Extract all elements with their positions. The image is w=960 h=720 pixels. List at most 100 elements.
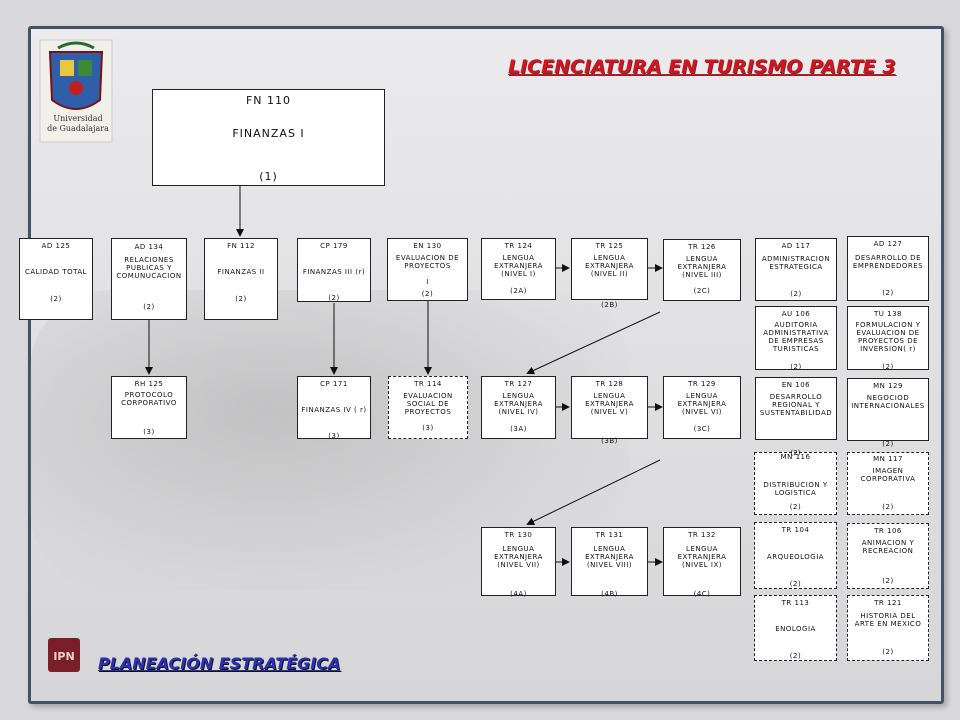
course-box-tr104: TR 104 ARQUEOLOGIA (2) [754, 522, 837, 589]
course-code: TR 114 [414, 380, 442, 388]
course-box-tr129: TR 129 LENGUA EXTRANJERA (NIVEL VI) (3C) [663, 376, 741, 439]
course-credit: (4B) [601, 590, 618, 598]
course-name: EVALUACION DE PROYECTOS [395, 254, 460, 270]
course-box-ad127: AD 127 DESARROLLO DE EMPRENDEDORES (2) [847, 236, 929, 301]
course-name: EVALUACION SOCIAL DE PROYECTOS [403, 392, 453, 416]
course-credit: (2) [790, 290, 802, 298]
course-credit: (2) [50, 295, 62, 303]
course-name: LENGUA EXTRANJERA (NIVEL VI) [677, 392, 727, 416]
university-logo [36, 38, 116, 144]
course-level: I [426, 278, 429, 286]
course-box-ad117: AD 117 ADMINISTRACION ESTRATEGICA (2) [755, 238, 837, 301]
course-code: MN 117 [873, 455, 903, 463]
svg-text:IPN: IPN [53, 650, 74, 663]
page-title: LICENCIATURA EN TURISMO PARTE 3 [508, 56, 896, 78]
course-name: FINANZAS I [232, 127, 305, 140]
course-code: TR 124 [504, 242, 533, 250]
course-box-tr124: TR 124 LENGUA EXTRANJERA (NIVEL I) (2A) [481, 238, 556, 300]
course-credit: (2) [790, 363, 802, 371]
course-credit: (2C) [693, 287, 711, 295]
course-box-cp179: CP 179 FINANZAS III (r) (2) [297, 238, 371, 302]
course-code: TR 121 [874, 599, 902, 607]
course-credit: (3C) [693, 425, 711, 433]
course-code: TU 138 [874, 310, 902, 318]
course-code: TR 126 [688, 243, 716, 251]
course-name: FINANZAS IV ( r) [301, 406, 367, 414]
course-credit: (4C) [693, 590, 711, 598]
course-box-tr128: TR 128 LENGUA EXTRANJERA (NIVEL V) (3B) [571, 376, 648, 445]
course-box-cp171: CP 171 FINANZAS IV ( r) (3) [297, 376, 371, 440]
course-credit: (3B) [601, 437, 618, 445]
course-box-mn116: MN 116 DISTRIBUCION Y LOGISTICA (2) [754, 452, 837, 515]
course-credit: (3) [422, 424, 434, 432]
course-box-tr125: TR 125 LENGUA EXTRANJERA (NIVEL II) (2B) [571, 238, 648, 309]
course-credit: (2) [882, 363, 894, 371]
course-box-ad125: AD 125 CALIDAD TOTAL (2) [19, 238, 93, 320]
course-code: CP 171 [320, 380, 348, 388]
course-name: CALIDAD TOTAL [24, 268, 88, 276]
course-credit: (1) [259, 170, 278, 183]
course-credit: (2) [789, 652, 802, 660]
course-credit: (2A) [510, 287, 527, 295]
course-box-en130: EN 130 EVALUACION DE PROYECTOS I (2) [387, 238, 468, 301]
course-credit-en106: (2) [790, 449, 801, 457]
course-box-mn117: MN 117 IMAGEN CORPORATIVA (2) [847, 452, 929, 515]
course-box-tr126: TR 126 LENGUA EXTRANJERA (NIVEL III) (2C… [663, 239, 741, 301]
course-credit: (2) [235, 295, 247, 303]
course-code: CP 179 [320, 242, 348, 250]
course-code: AD 117 [781, 242, 811, 250]
course-name: FINANZAS II [217, 268, 265, 276]
course-credit: (2) [882, 289, 894, 297]
course-credit: (2) [882, 577, 894, 585]
course-box-mn129: MN 129 NEGOCIOD INTERNACIONALES (2) [847, 378, 929, 448]
course-name: PROTOCOLO CORPORATIVO [121, 391, 177, 407]
course-credit: (2B) [601, 301, 618, 309]
course-box-tr114: TR 114 EVALUACION SOCIAL DE PROYECTOS (3… [388, 376, 468, 439]
course-box-fn110: FN 110 FINANZAS I (1) [152, 89, 385, 186]
course-box-tr130: TR 130 LENGUA EXTRANJERA (NIVEL VII) (4A… [481, 527, 556, 598]
course-name: RELACIONES PUBLICAS Y COMUNUCACION [116, 256, 182, 280]
course-box-tr131: TR 131 LENGUA EXTRANJERA (NIVEL VIII) (4… [571, 527, 648, 598]
connector-tr126-tr127 [526, 311, 661, 375]
course-code: TR 125 [595, 242, 624, 250]
course-name: IMAGEN CORPORATIVA [860, 467, 916, 483]
course-credit: (2) [789, 503, 802, 511]
ipn-logo: IPN [44, 636, 84, 674]
course-code: TR 132 [688, 531, 716, 539]
course-code: TR 104 [781, 526, 810, 534]
course-code: AU 106 [781, 310, 811, 318]
course-name: LENGUA EXTRANJERA (NIVEL VII) [494, 545, 543, 569]
course-name: LENGUA EXTRANJERA (NIVEL IV) [494, 392, 543, 416]
course-box-fn112: FN 112 FINANZAS II (2) [204, 238, 278, 320]
course-name: ARQUEOLOGIA [766, 553, 825, 561]
course-code: TR 131 [595, 531, 624, 539]
course-code: MN 116 [780, 453, 811, 461]
course-code: TR 128 [595, 380, 624, 388]
course-box-tr132: TR 132 LENGUA EXTRANJERA (NIVEL IX) (4C) [663, 527, 741, 598]
course-name: HISTORIA DEL ARTE EN MEXICO [854, 612, 922, 628]
course-name: LENGUA EXTRANJERA (NIVEL I) [494, 254, 543, 278]
course-code: MN 129 [873, 382, 903, 390]
course-credit: (3) [328, 432, 340, 440]
course-credit: (4A) [510, 590, 527, 598]
course-code: AD 134 [134, 243, 164, 251]
course-code: AD 127 [873, 240, 903, 248]
course-credit: (2) [882, 503, 894, 511]
course-name: FORMULACION Y EVALUACION DE PROYECTOS DE… [855, 321, 921, 353]
course-credit: (3A) [510, 425, 527, 433]
course-name: FINANZAS III (r) [302, 268, 366, 276]
course-code: TR 129 [688, 380, 716, 388]
course-code: TR 127 [504, 380, 533, 388]
course-code: EN 106 [781, 381, 811, 389]
course-name: ADMINISTRACION ESTRATEGICA [761, 255, 831, 271]
course-name: LENGUA EXTRANJERA (NIVEL III) [677, 255, 727, 279]
course-credit: (2) [421, 290, 434, 298]
course-name: LENGUA EXTRANJERA (NIVEL VIII) [585, 545, 634, 569]
course-box-tr106: TR 106 ANIMACION Y RECREACION (2) [847, 523, 929, 589]
course-code: EN 130 [413, 242, 442, 250]
course-name: DESARROLLO DE EMPRENDEDORES [852, 254, 924, 270]
course-code: TR 113 [781, 599, 810, 607]
course-code: RH 125 [134, 380, 164, 388]
course-credit: (2) [882, 440, 894, 448]
